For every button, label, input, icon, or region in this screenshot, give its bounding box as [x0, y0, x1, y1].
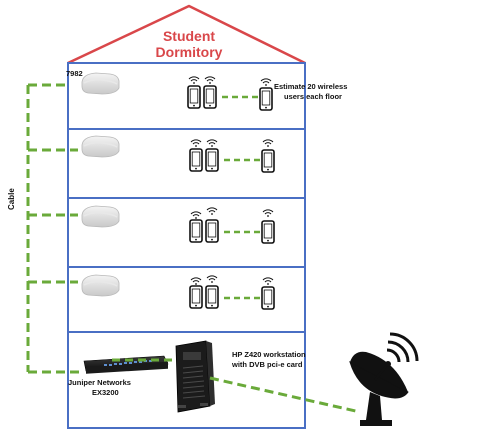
wifi-icon	[260, 78, 272, 87]
user-estimate-note-line1: Estimate 20 wireless	[274, 82, 348, 91]
access-point-icon	[81, 135, 120, 158]
smartphone-icon	[261, 149, 275, 173]
smartphone-icon	[189, 219, 203, 243]
user-estimate-note-line2: users each floor	[284, 92, 342, 101]
wifi-icon	[206, 275, 218, 284]
smartphone-icon	[259, 87, 273, 111]
smartphone-icon	[205, 148, 219, 172]
dormitory-roof	[67, 4, 306, 65]
building-title-line2: Dormitory	[155, 44, 223, 60]
cable-line	[26, 83, 82, 374]
smartphone-icon	[189, 285, 203, 309]
building-title-line1: Student	[162, 28, 216, 44]
wifi-icon	[188, 76, 200, 85]
switch-label-line1: Juniper Networks	[68, 378, 131, 387]
smartphone-icon	[205, 219, 219, 243]
floor-2-devices	[189, 139, 275, 173]
workstation-label-line2: with DVB pci-e card	[232, 360, 303, 369]
access-point-label: 7982	[66, 69, 83, 78]
smartphone-icon	[205, 285, 219, 309]
access-point-icon	[81, 72, 120, 95]
smartphone-icon	[203, 85, 217, 109]
floor-3-devices	[189, 207, 275, 244]
network-switch-icon	[83, 355, 169, 374]
wifi-icon	[206, 139, 218, 148]
wifi-icon	[190, 211, 202, 220]
workstation-label-line1: HP Z420 workstation	[232, 350, 306, 359]
switch-label-line2: EX3200	[92, 388, 119, 397]
smartphone-icon	[187, 85, 201, 109]
wifi-icon	[262, 139, 274, 148]
smartphone-icon	[261, 286, 275, 310]
workstation-tower-icon	[175, 340, 215, 413]
wifi-icon	[262, 277, 274, 286]
floor-1-devices	[187, 76, 273, 111]
workstation-to-dish-link	[209, 376, 361, 414]
floor-4-devices	[189, 275, 275, 310]
building-walls	[67, 62, 306, 429]
wifi-icon	[190, 277, 202, 286]
access-point-icon	[81, 274, 120, 297]
cable-label: Cable	[7, 188, 16, 210]
satellite-dish-icon	[349, 332, 419, 426]
wifi-icon	[204, 76, 216, 85]
smartphone-icon	[189, 148, 203, 172]
access-point-icon	[81, 205, 120, 228]
wifi-icon	[206, 207, 218, 216]
smartphone-icon	[261, 220, 275, 244]
wifi-icon	[262, 209, 274, 218]
wifi-icon	[190, 139, 202, 148]
